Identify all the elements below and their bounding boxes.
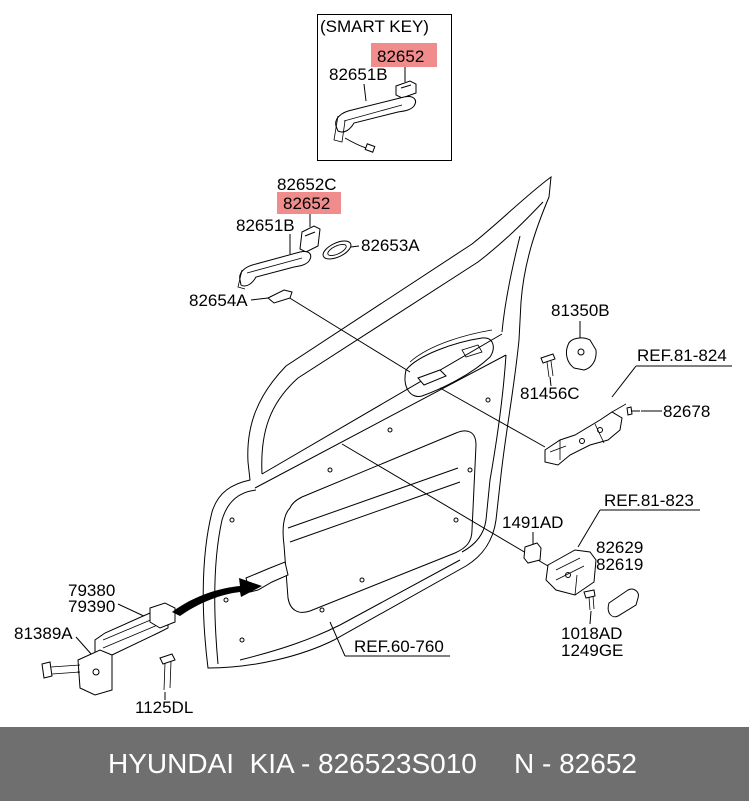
rod-assembly-hole: [579, 438, 585, 444]
door-hole: [453, 517, 459, 523]
door-check-bolt-shaft: [50, 664, 81, 675]
door-hole: [387, 427, 393, 433]
callout-1125DL: 1125DL: [135, 698, 193, 717]
handle-cap-part: [299, 225, 321, 253]
pad-part: [607, 588, 639, 618]
leader-line: [75, 636, 93, 656]
door-hole: [319, 607, 325, 613]
rod-assembly-hole: [597, 427, 603, 433]
callout-82651B: 82651B: [236, 216, 295, 235]
callout-1249GE: 1249GE: [561, 641, 623, 660]
leader-line: [350, 245, 360, 248]
bracket-part: [565, 337, 597, 371]
callout-81389A: 81389A: [14, 624, 73, 643]
inside-handle-recess: [404, 337, 494, 397]
callout-79390: 79390: [68, 597, 115, 616]
impact-beam: [287, 467, 461, 543]
door-hole: [223, 597, 229, 603]
bolt-part: [540, 353, 556, 364]
smart-key-highlighted-callout: 82652: [377, 47, 424, 66]
footer-n-number: N - 82652: [514, 748, 637, 779]
inside-handle-trim: [409, 329, 493, 363]
door-bottom-inner-edge: [239, 559, 461, 661]
beltline-lower: [254, 354, 507, 489]
callout-82653A: 82653A: [361, 236, 420, 255]
rod-assembly-detail: [549, 403, 627, 460]
door-check-hole: [92, 668, 100, 676]
screw-part: [626, 406, 633, 416]
ref-underline: [577, 509, 700, 548]
part-highlight: [277, 192, 341, 214]
smart-key-handle-part: [335, 96, 417, 133]
door-check-bolt-head: [41, 661, 53, 679]
callout-ref-81-823: REF.81-823: [604, 491, 694, 510]
footer-bar: HYUNDAI KIA - 826523S010 N - 82652: [0, 727, 749, 801]
smart-key-handle-callout: 82651B: [329, 65, 388, 84]
footer-brand-part-number: HYUNDAI KIA - 826523S010: [108, 748, 477, 779]
smart-key-connector: [364, 143, 376, 153]
arrow-icon: [172, 578, 262, 616]
door-hole: [239, 637, 245, 643]
door-check-bottom-bracket: [77, 649, 113, 696]
leader-line: [549, 376, 552, 387]
callout-81350B: 81350B: [551, 301, 610, 320]
smart-key-wire: [344, 137, 367, 149]
inner-panel-opening: [282, 430, 477, 613]
smart-key-cap-part: [395, 80, 417, 99]
smart-key-handle-detail: [333, 104, 403, 143]
gasket-part: [322, 240, 352, 260]
door-check-nut-head: [159, 653, 176, 665]
callout-82678: 82678: [663, 402, 710, 421]
callout-1018AD: 1018AD: [561, 624, 622, 643]
bezel-part: [267, 289, 293, 304]
bolt-shaft: [546, 360, 554, 378]
callout-79380: 79380: [68, 581, 115, 600]
door-hole: [359, 577, 365, 583]
door-outline: [202, 175, 552, 669]
outside-handle-part: [239, 251, 312, 287]
door-check-top-bracket: [149, 602, 176, 629]
outside-handle-detail: [237, 257, 303, 290]
bracket-hole: [577, 348, 585, 356]
door-hole: [467, 467, 473, 473]
door-rear-inner-edge: [461, 354, 507, 553]
door-hole: [485, 397, 491, 403]
door-front-inner-edge: [214, 489, 257, 665]
door-holes: [223, 397, 491, 643]
leader-line: [589, 610, 592, 625]
callout-1491AD: 1491AD: [502, 513, 563, 532]
callout-ref-60-760: REF.60-760: [354, 637, 444, 656]
door-check-nut-shaft: [163, 660, 172, 691]
leader-line: [439, 387, 546, 448]
leader-line: [341, 443, 549, 567]
leader-line: [363, 83, 367, 102]
smart-key-title: (SMART KEY): [320, 17, 429, 36]
callout-82652C: 82652C: [277, 175, 337, 194]
latch-bolt-part: [583, 589, 596, 599]
leader-line: [287, 296, 411, 373]
parts-diagram: (SMART KEY) 82652 82651B 82652C 82652 82…: [14, 14, 732, 717]
callout-82619: 82619: [596, 555, 643, 574]
smart-key-box: [317, 14, 452, 161]
window-frame-inner: [261, 201, 544, 475]
callout-ref-81-824: REF.81-824: [637, 346, 727, 365]
latch-bolt-shaft: [588, 595, 595, 611]
door-hole: [327, 467, 333, 473]
inside-handle-lever: [417, 369, 447, 386]
latch-hole: [565, 572, 571, 578]
door-hole: [229, 517, 235, 523]
callout-82629: 82629: [596, 538, 643, 557]
part-highlight: [371, 43, 437, 67]
ref-underline: [611, 365, 732, 398]
callout-82654A: 82654A: [189, 291, 248, 310]
callout-highlighted-82652: 82652: [283, 194, 330, 213]
gasket-part-inner: [327, 244, 347, 256]
callout-81456C: 81456C: [520, 384, 580, 403]
beltline: [261, 333, 503, 475]
window-frame-rear: [501, 235, 521, 333]
leader-line: [250, 297, 269, 301]
ref-underline: [329, 621, 450, 657]
clip-part: [523, 542, 542, 564]
